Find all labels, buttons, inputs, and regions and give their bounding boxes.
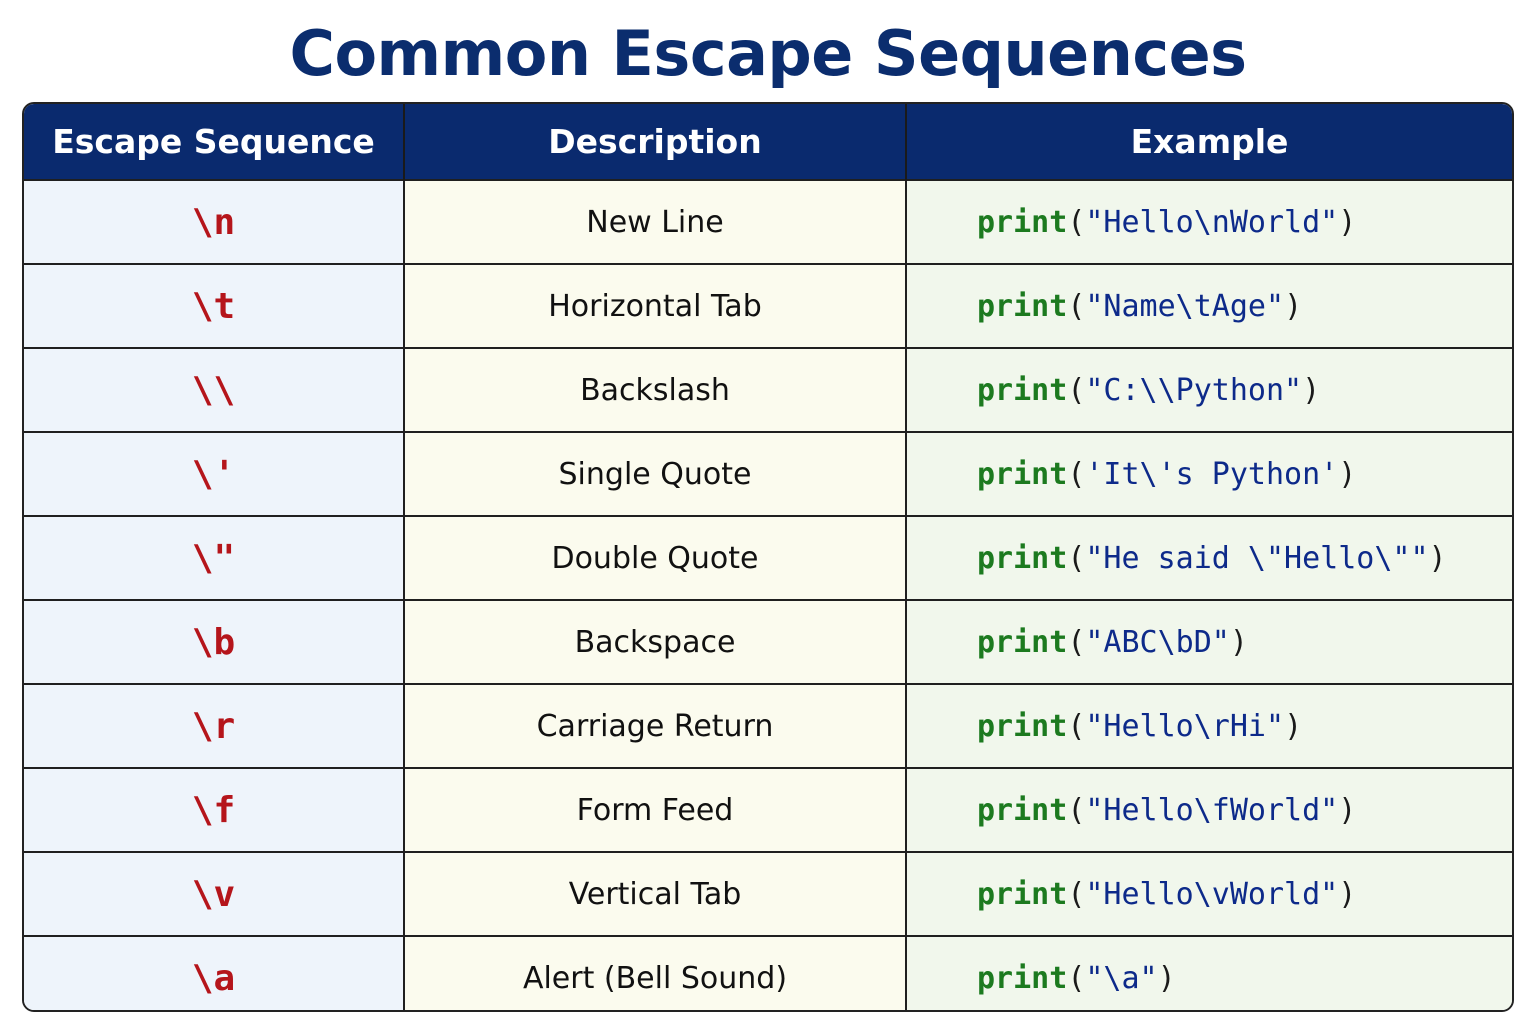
open-paren: (	[1067, 288, 1086, 324]
close-paren: )	[1284, 708, 1303, 744]
sequence-cell: \\	[24, 347, 405, 432]
table-row: \b Backspace print("ABC\bD")	[24, 599, 1512, 684]
print-keyword: print	[977, 288, 1068, 324]
description-cell: Form Feed	[404, 767, 907, 852]
sequence-cell: \f	[24, 767, 405, 852]
table-row: \r Carriage Return print("Hello\rHi")	[24, 683, 1512, 768]
open-paren: (	[1067, 204, 1086, 240]
close-paren: )	[1157, 960, 1176, 996]
sequence-cell: \n	[24, 179, 405, 264]
open-paren: (	[1067, 372, 1086, 408]
table-row: \v Vertical Tab print("Hello\vWorld")	[24, 851, 1512, 936]
example-cell: print("Hello\vWorld")	[906, 851, 1512, 936]
close-paren: )	[1338, 876, 1357, 912]
sequence-cell: \a	[24, 935, 405, 1010]
header-example: Example	[906, 104, 1512, 180]
sequence-cell: \b	[24, 599, 405, 684]
example-cell: print("Hello\fWorld")	[906, 767, 1512, 852]
table-row: \n New Line print("Hello\nWorld")	[24, 179, 1512, 264]
string-literal: "ABC\bD"	[1085, 624, 1230, 660]
print-keyword: print	[977, 372, 1068, 408]
string-literal: 'It\'s Python'	[1085, 456, 1339, 492]
description-cell: Vertical Tab	[404, 851, 907, 936]
table-row: \' Single Quote print('It\'s Python')	[24, 431, 1512, 516]
sequence-cell: \"	[24, 515, 405, 600]
print-keyword: print	[977, 204, 1068, 240]
sequence-cell: \t	[24, 263, 405, 348]
close-paren: )	[1302, 372, 1321, 408]
description-cell: New Line	[404, 179, 907, 264]
string-literal: "Name\tAge"	[1085, 288, 1285, 324]
description-cell: Backslash	[404, 347, 907, 432]
table-row: \a Alert (Bell Sound) print("\a")	[24, 935, 1512, 1010]
open-paren: (	[1067, 624, 1086, 660]
string-literal: "Hello\nWorld"	[1085, 204, 1339, 240]
print-keyword: print	[977, 792, 1068, 828]
string-literal: "Hello\vWorld"	[1085, 876, 1339, 912]
print-keyword: print	[977, 960, 1068, 996]
string-literal: "C:\\Python"	[1085, 372, 1303, 408]
string-literal: "Hello\fWorld"	[1085, 792, 1339, 828]
open-paren: (	[1067, 708, 1086, 744]
example-cell: print("Hello\rHi")	[906, 683, 1512, 768]
sequence-cell: \v	[24, 851, 405, 936]
print-keyword: print	[977, 876, 1068, 912]
description-cell: Backspace	[404, 599, 907, 684]
header-escape-sequence: Escape Sequence	[24, 104, 405, 180]
description-cell: Alert (Bell Sound)	[404, 935, 907, 1010]
escape-sequences-table: Escape Sequence Description Example \n N…	[24, 104, 1512, 1010]
print-keyword: print	[977, 540, 1068, 576]
string-literal: "\a"	[1085, 960, 1158, 996]
open-paren: (	[1067, 792, 1086, 828]
open-paren: (	[1067, 960, 1086, 996]
sequence-cell: \'	[24, 431, 405, 516]
example-cell: print("ABC\bD")	[906, 599, 1512, 684]
table-row: \" Double Quote print("He said \"Hello\"…	[24, 515, 1512, 600]
close-paren: )	[1428, 540, 1447, 576]
description-cell: Double Quote	[404, 515, 907, 600]
description-cell: Horizontal Tab	[404, 263, 907, 348]
example-cell: print("Hello\nWorld")	[906, 179, 1512, 264]
print-keyword: print	[977, 456, 1068, 492]
table-header-row: Escape Sequence Description Example	[24, 104, 1512, 180]
page-title: Common Escape Sequences	[289, 17, 1247, 90]
escape-sequences-table-container: Escape Sequence Description Example \n N…	[22, 102, 1514, 1012]
description-cell: Single Quote	[404, 431, 907, 516]
close-paren: )	[1229, 624, 1248, 660]
close-paren: )	[1338, 456, 1357, 492]
example-cell: print("He said \"Hello\"")	[906, 515, 1512, 600]
print-keyword: print	[977, 708, 1068, 744]
open-paren: (	[1067, 540, 1086, 576]
example-cell: print("Name\tAge")	[906, 263, 1512, 348]
close-paren: )	[1338, 204, 1357, 240]
open-paren: (	[1067, 456, 1086, 492]
open-paren: (	[1067, 876, 1086, 912]
description-cell: Carriage Return	[404, 683, 907, 768]
table-row: \t Horizontal Tab print("Name\tAge")	[24, 263, 1512, 348]
example-cell: print("\a")	[906, 935, 1512, 1010]
close-paren: )	[1338, 792, 1357, 828]
close-paren: )	[1284, 288, 1303, 324]
example-cell: print("C:\\Python")	[906, 347, 1512, 432]
string-literal: "Hello\rHi"	[1085, 708, 1285, 744]
header-description: Description	[404, 104, 907, 180]
sequence-cell: \r	[24, 683, 405, 768]
string-literal: "He said \"Hello\""	[1085, 540, 1429, 576]
table-row: \\ Backslash print("C:\\Python")	[24, 347, 1512, 432]
table-row: \f Form Feed print("Hello\fWorld")	[24, 767, 1512, 852]
print-keyword: print	[977, 624, 1068, 660]
example-cell: print('It\'s Python')	[906, 431, 1512, 516]
